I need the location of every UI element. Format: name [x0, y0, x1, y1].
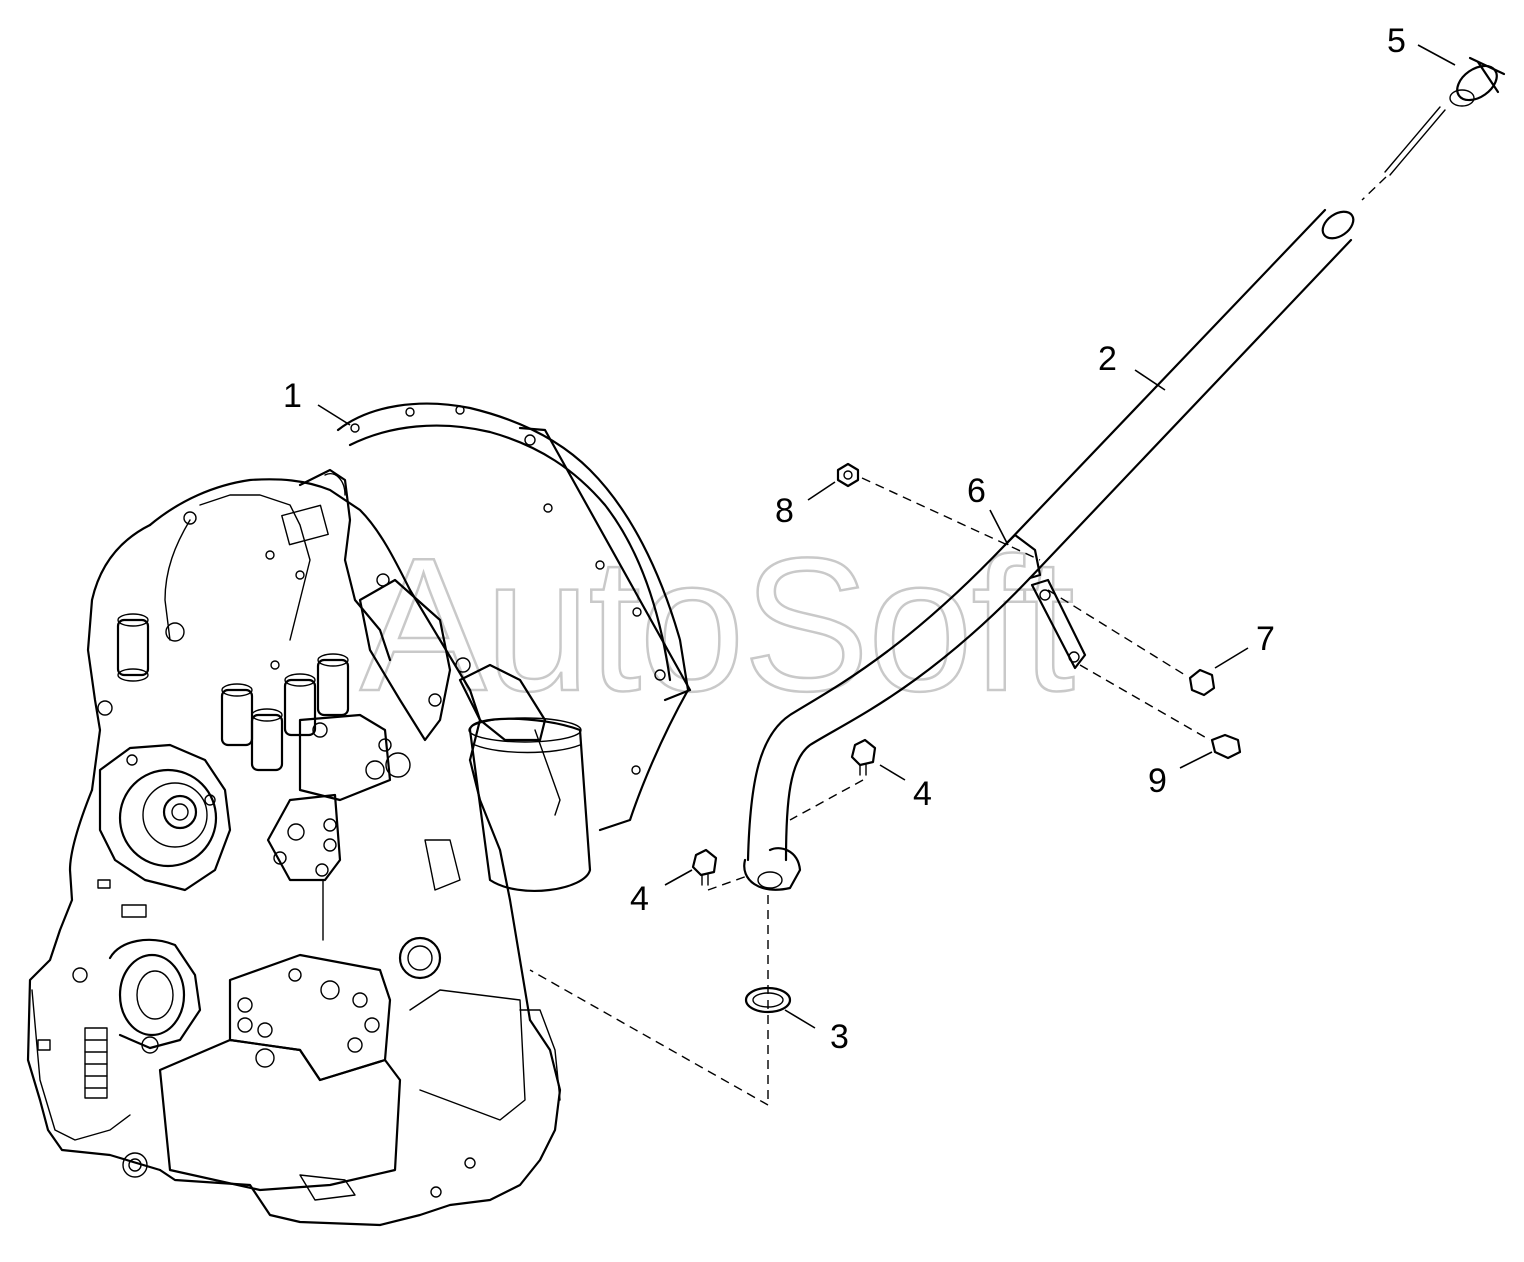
assembly-line-bolt-7	[1047, 589, 1186, 676]
dipstick-tube	[743, 208, 1355, 891]
callout-7: 7	[1256, 620, 1275, 658]
dipstick	[1384, 56, 1506, 176]
callout-8: 8	[775, 492, 794, 530]
assembly-line-o-ring	[529, 895, 769, 1107]
watermark: AutoSoft	[360, 519, 1074, 731]
assembly-line-nut	[861, 477, 1041, 561]
flange-bolt-upper	[850, 738, 877, 776]
assembly-line-bolt-4-upper	[789, 779, 864, 821]
callout-1: 1	[283, 377, 302, 415]
clamp-bolt	[1188, 668, 1216, 697]
callout-5: 5	[1387, 22, 1406, 60]
callout-3: 3	[830, 1018, 849, 1056]
assembly-line-bolt-4-lower	[707, 874, 751, 891]
callout-9: 9	[1148, 762, 1167, 800]
assembly-line-screw-9	[1079, 664, 1211, 741]
callout-2: 2	[1098, 340, 1117, 378]
flange-bolt-lower	[691, 848, 718, 886]
callout-4-upper: 4	[913, 775, 932, 813]
tube-clamp	[1003, 533, 1087, 670]
callout-6: 6	[967, 472, 986, 510]
assembly-line-dipstick	[1361, 176, 1387, 201]
nut	[836, 462, 860, 488]
callout-4-lower: 4	[630, 880, 649, 918]
clamp-screw	[1210, 733, 1242, 760]
transmission-housing	[26, 402, 692, 1227]
